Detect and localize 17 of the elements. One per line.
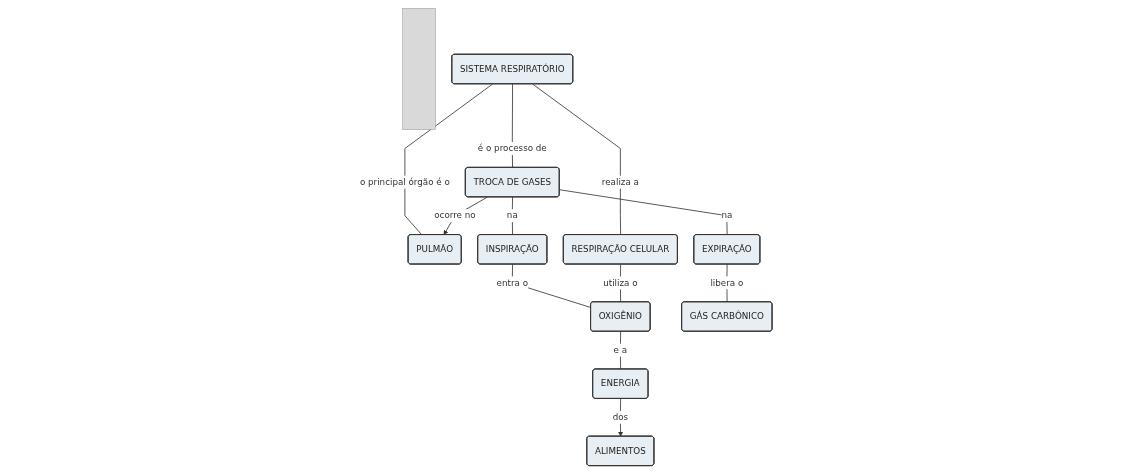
edge-label: na: [721, 210, 733, 221]
edge-label: é o processo de: [477, 143, 547, 154]
connector: [559, 189, 728, 236]
connector: [619, 331, 622, 370]
connector: [532, 83, 622, 236]
edge-label: e a: [613, 344, 628, 355]
edge-label: libera o: [710, 277, 744, 288]
edge-label: na: [506, 210, 518, 221]
connector: [511, 83, 513, 169]
edge-label: utiliza o: [603, 277, 638, 288]
edge-label: realiza a: [601, 176, 639, 188]
edge-label: entra o: [496, 277, 528, 288]
node-box: [402, 8, 436, 130]
edge-label: dos: [612, 411, 629, 423]
edge-label: o principal órgão é o: [359, 176, 450, 188]
connector: [511, 196, 513, 236]
edge-label: ocorre no: [434, 210, 476, 221]
